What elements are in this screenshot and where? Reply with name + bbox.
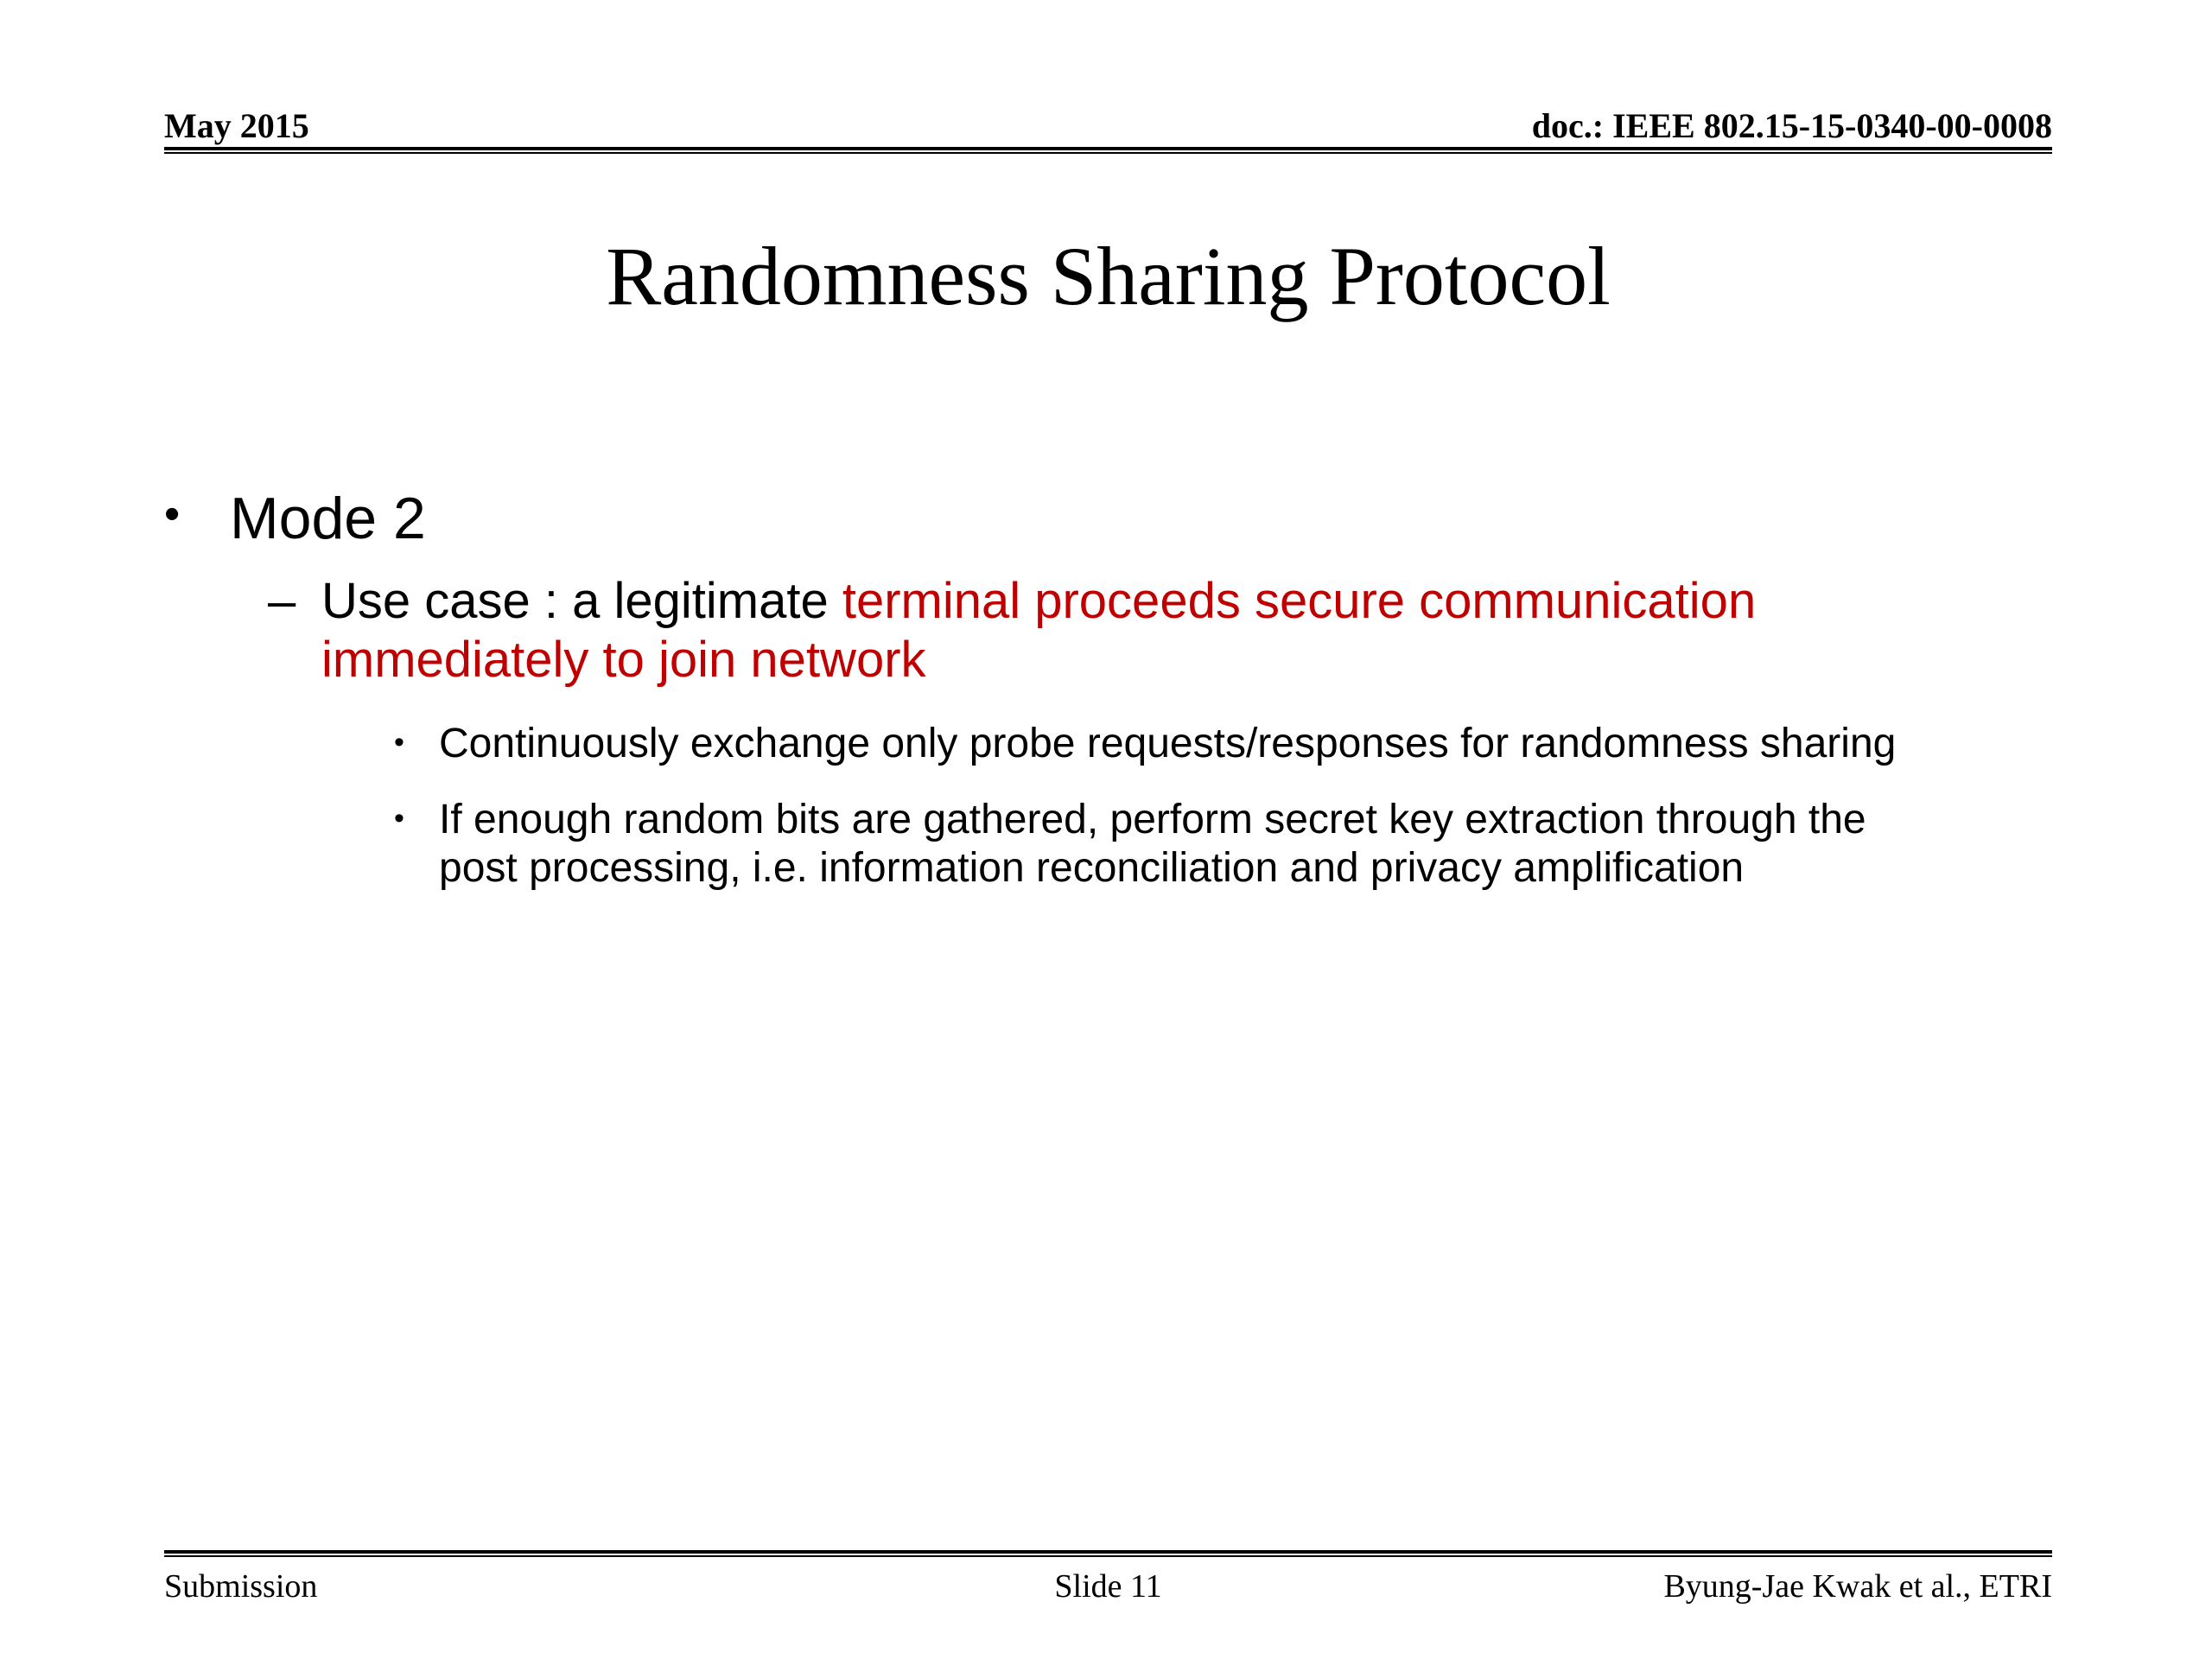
header-row: May 2015 doc.: IEEE 802.15-15-0340-00-00… [164,95,2052,143]
bullet-level1-text: Mode 2 [230,486,426,551]
bullet-marker-icon: • [164,489,181,539]
footer-authors: Byung-Jae Kwak et al., ETRI [1663,1568,2052,1605]
bullet-level3-item-1: • Continuously exchange only probe reque… [394,720,2082,768]
header-divider-rule [164,147,2052,151]
dash-marker-icon: – [268,573,296,630]
slide-title: Randomness Sharing Protocol [606,230,1611,322]
footer-row: Submission Slide 11 Byung-Jae Kwak et al… [164,1568,2052,1605]
bullet-level3-item-2: • If enough random bits are gathered, pe… [394,796,2082,893]
bullet-level2-text-black: Use case : a legitimate [321,573,842,630]
bullet-marker-icon: • [394,801,404,835]
footer-slide-number: Slide 11 [1054,1568,1162,1605]
bullet-level3-group: • Continuously exchange only probe reque… [394,720,2082,893]
header-document-number: doc.: IEEE 802.15-15-0340-00-0008 [1531,106,2052,145]
bullet-level2-use-case: – Use case : a legitimate terminal proce… [268,572,2082,689]
slide-header: May 2015 doc.: IEEE 802.15-15-0340-00-00… [164,95,2052,154]
header-date: May 2015 [164,106,309,145]
bullet-level3-text: If enough random bits are gathered, perf… [439,796,1866,892]
slide-body: • Mode 2 – Use case : a legitimate termi… [164,484,2082,920]
bullet-marker-icon: • [394,725,404,759]
slide-footer: Submission Slide 11 Byung-Jae Kwak et al… [164,1550,2052,1605]
footer-submission-label: Submission [164,1568,318,1605]
footer-divider-rule-secondary [164,1555,2052,1558]
footer-divider-rule [164,1550,2052,1554]
bullet-level2-text-highlight: terminal proceeds secure communication i… [321,573,1757,688]
bullet-level1-mode2: • Mode 2 [164,484,2082,553]
bullet-level2-text: Use case : a legitimate terminal proceed… [321,572,1963,689]
bullet-level3-text: Continuously exchange only probe request… [439,720,1897,766]
header-divider-rule-secondary [164,152,2052,154]
